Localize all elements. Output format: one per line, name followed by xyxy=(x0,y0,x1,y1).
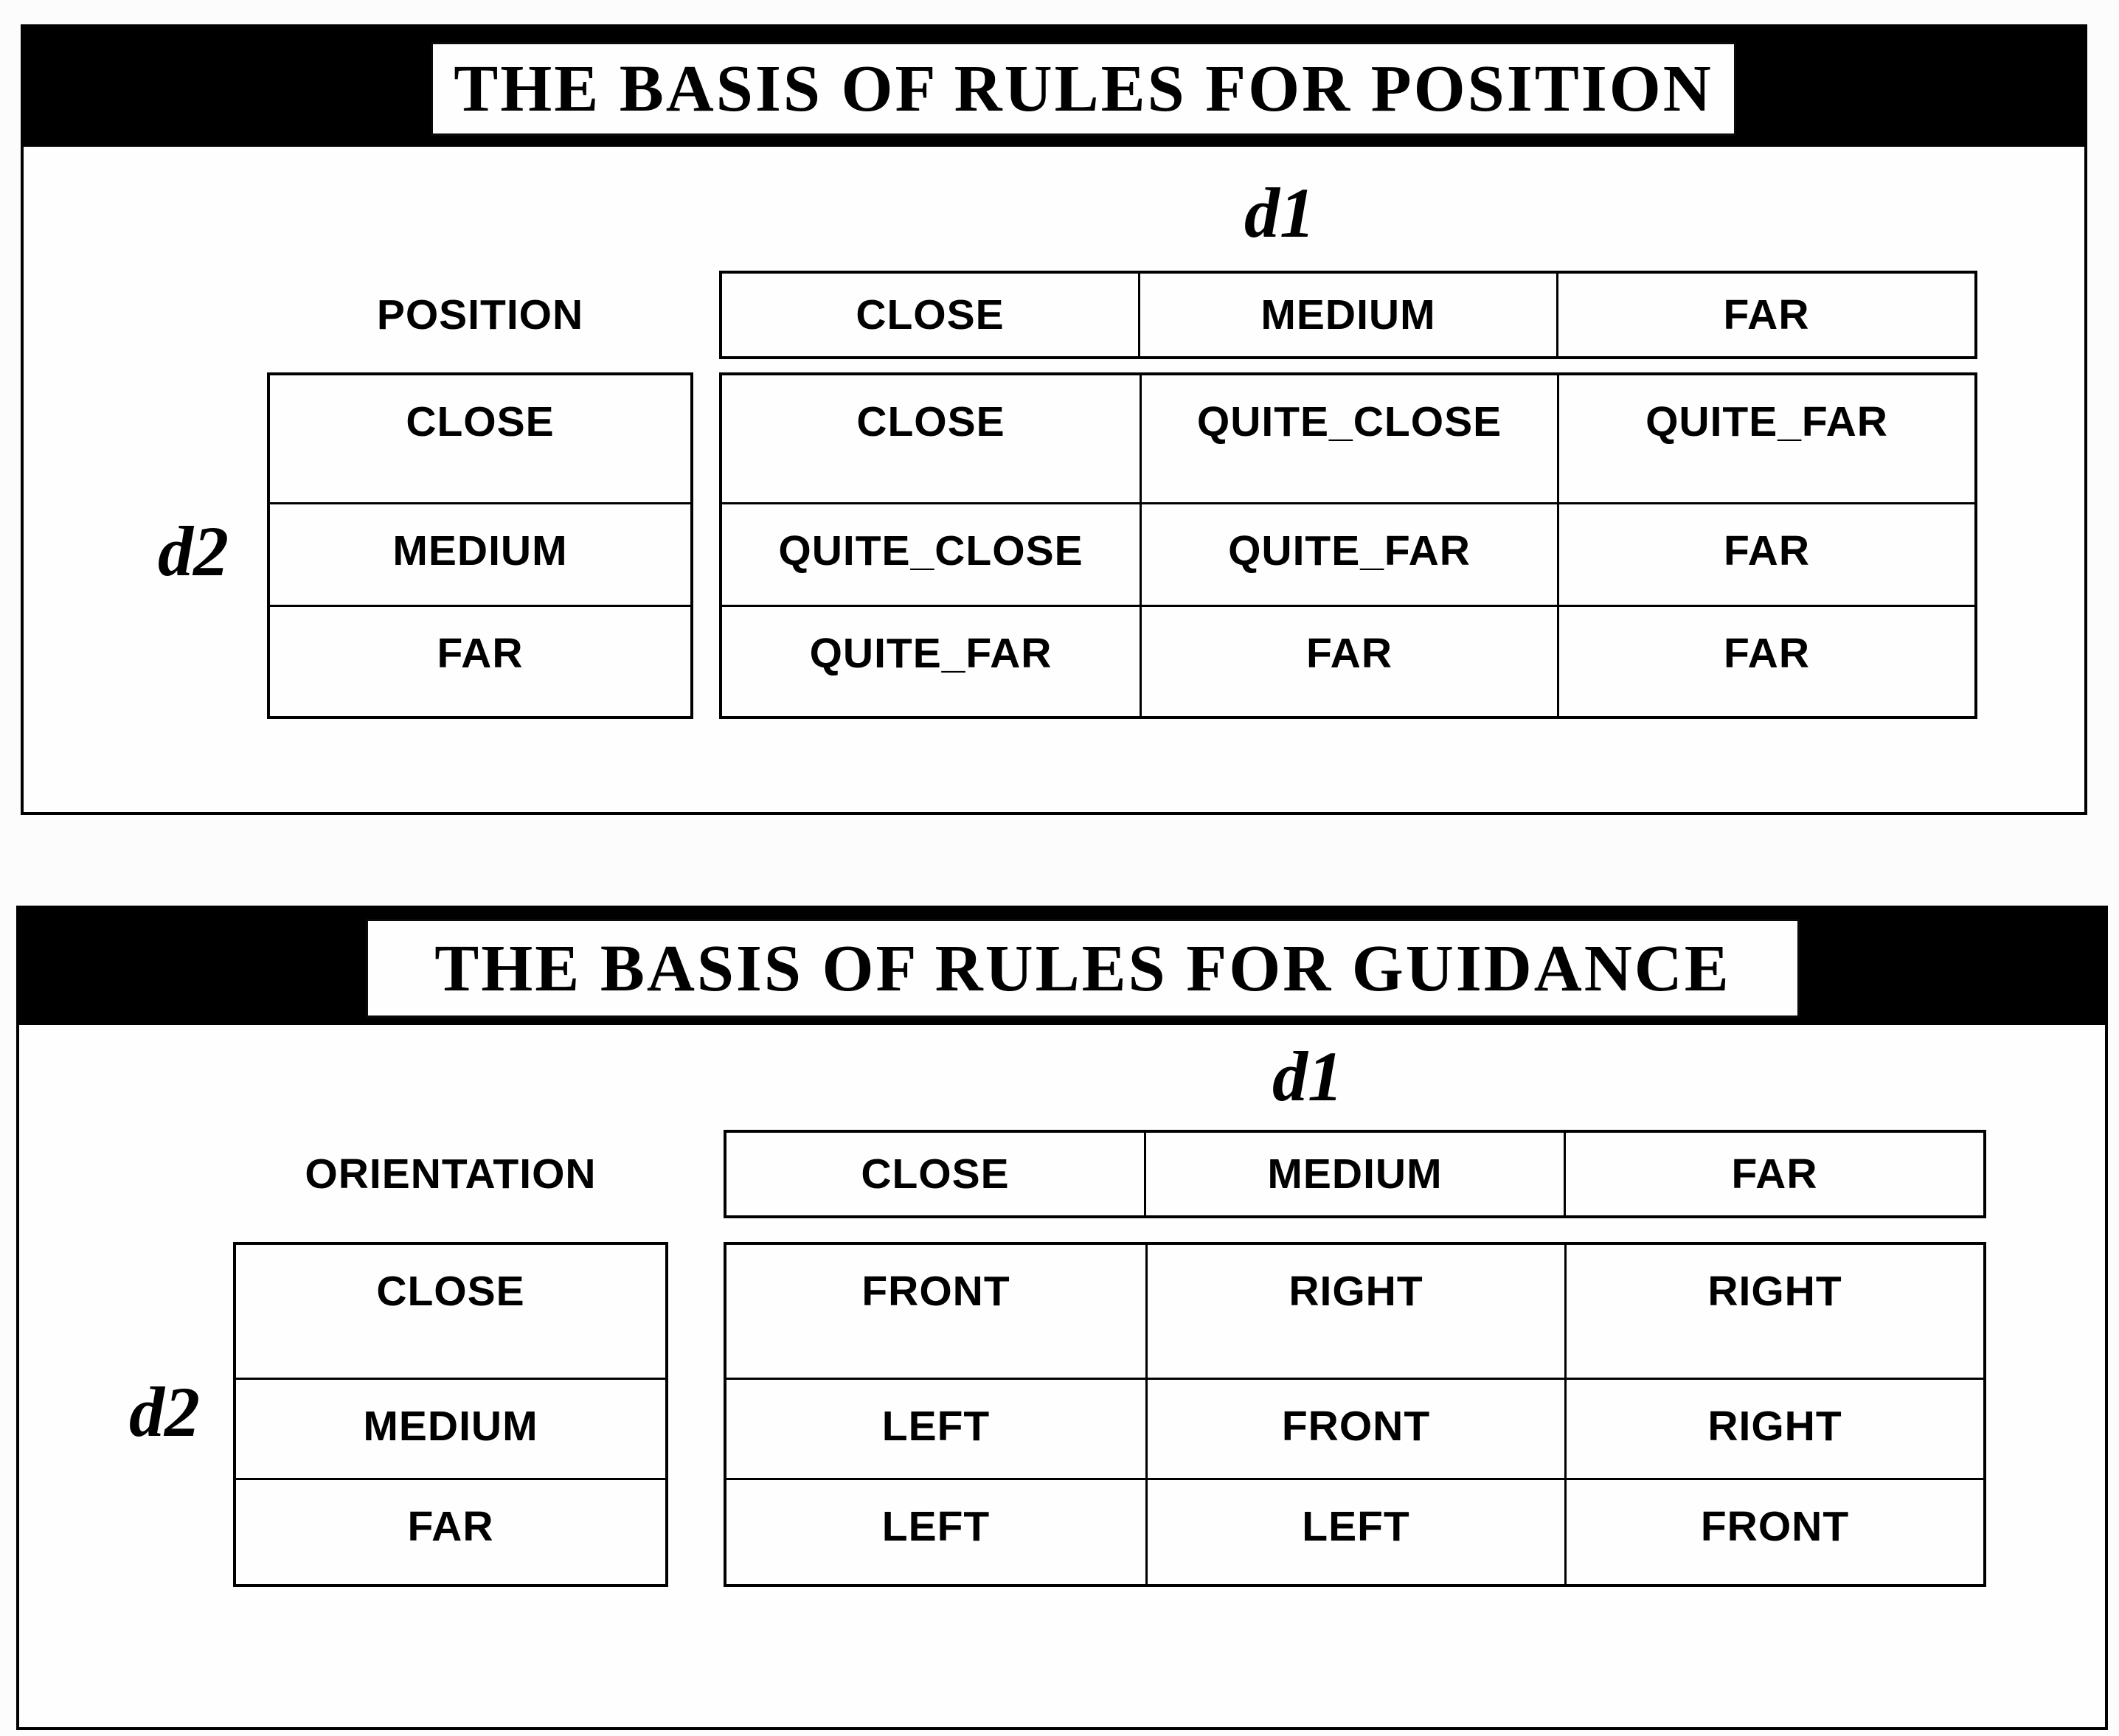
rule-cell: CLOSE xyxy=(856,398,1005,445)
row-header-cell: MEDIUM xyxy=(236,1378,665,1478)
rule-cell: LEFT xyxy=(1145,1478,1564,1584)
rule-cell: LEFT xyxy=(726,1378,1145,1478)
rule-cell: QUITE_FAR xyxy=(1140,502,1557,605)
panel-title: THE BASIS OF RULES FOR GUIDANCE xyxy=(366,919,1800,1018)
rule-matrix: FRONT RIGHT RIGHT LEFT FRONT RIGHT LEFT … xyxy=(724,1242,1986,1587)
rule-cell: RIGHT xyxy=(1564,1378,1983,1478)
rule-cell: FRONT xyxy=(1564,1478,1983,1584)
d1-axis-label: d1 xyxy=(1244,173,1315,252)
rule-cell: FAR xyxy=(1557,605,1974,716)
row-header-column: CLOSE MEDIUM FAR xyxy=(233,1242,668,1587)
column-header-cell: CLOSE xyxy=(861,1150,1010,1198)
row-header-cell: CLOSE xyxy=(406,398,555,445)
row-header-cell: FAR xyxy=(270,605,690,716)
column-header-cell: MEDIUM xyxy=(1144,1133,1564,1215)
rule-cell: FRONT xyxy=(861,1268,1010,1315)
rule-matrix: CLOSE QUITE_CLOSE QUITE_FAR QUITE_CLOSE … xyxy=(719,372,1977,719)
d2-axis-label: d2 xyxy=(158,512,229,591)
column-header-row: CLOSE MEDIUM FAR xyxy=(719,271,1977,359)
d2-axis-label: d2 xyxy=(129,1372,200,1451)
rule-cell: FRONT xyxy=(1145,1378,1564,1478)
column-header-cell: FAR xyxy=(1564,1133,1983,1215)
row-header-cell: FAR xyxy=(236,1478,665,1584)
panel-guidance-rule-base: THE BASIS OF RULES FOR GUIDANCE d1 d2 OR… xyxy=(16,906,2108,1730)
output-variable-label: ORIENTATION xyxy=(305,1150,597,1198)
d1-axis-label: d1 xyxy=(1272,1037,1343,1116)
row-header-cell: MEDIUM xyxy=(270,502,690,605)
column-header-cell: CLOSE xyxy=(856,291,1005,338)
column-header-cell: FAR xyxy=(1556,274,1974,356)
rule-cell: QUITE_CLOSE xyxy=(722,502,1140,605)
rule-cell: QUITE_CLOSE xyxy=(1140,375,1557,502)
rule-cell: QUITE_FAR xyxy=(722,605,1140,716)
output-variable-label: POSITION xyxy=(376,291,584,338)
rule-cell: RIGHT xyxy=(1145,1245,1564,1378)
rule-cell: LEFT xyxy=(726,1478,1145,1584)
row-header-column: CLOSE MEDIUM FAR xyxy=(267,372,693,719)
rule-cell: QUITE_FAR xyxy=(1557,375,1974,502)
panel-position-rule-base: THE BASIS OF RULES FOR POSITION d1 d2 PO… xyxy=(21,24,2087,815)
rule-cell: FAR xyxy=(1557,502,1974,605)
rule-cell: RIGHT xyxy=(1564,1245,1983,1378)
column-header-cell: MEDIUM xyxy=(1138,274,1556,356)
row-header-cell: CLOSE xyxy=(376,1268,525,1315)
rule-cell: FAR xyxy=(1140,605,1557,716)
panel-title: THE BASIS OF RULES FOR POSITION xyxy=(431,42,1736,136)
column-header-row: CLOSE MEDIUM FAR xyxy=(724,1130,1986,1218)
